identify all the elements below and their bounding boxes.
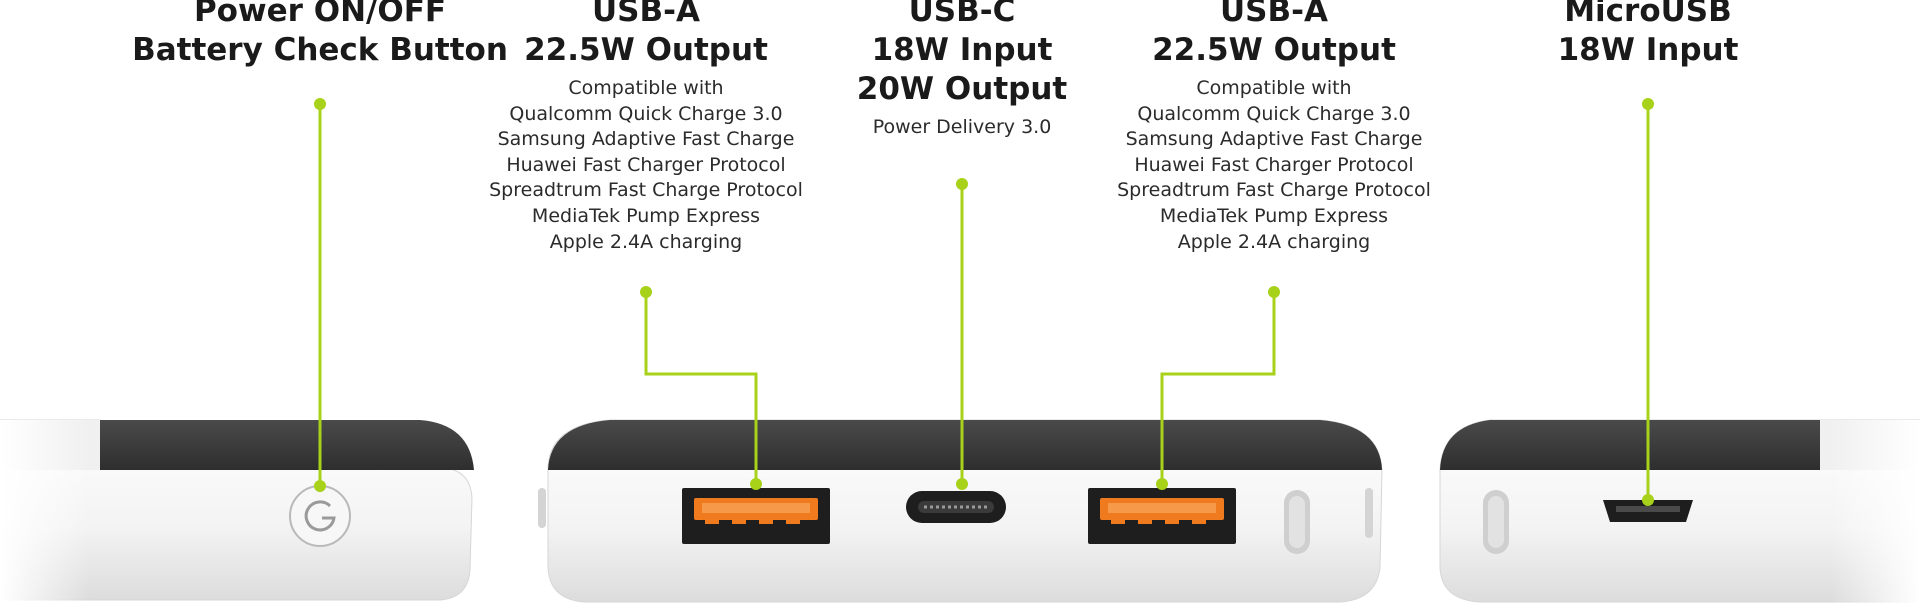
label-title: USB-A 22.5W Output (1152, 0, 1396, 68)
label-microusb: MicroUSB 18W Input (1498, 0, 1798, 70)
label-power-button: Power ON/OFF Battery Check Button (120, 0, 520, 70)
power-bank-left-side (0, 419, 474, 610)
callout-line-usb-a-right (1160, 292, 1276, 488)
label-title: MicroUSB 18W Input (1557, 0, 1739, 68)
label-usb-a-right: USB-A 22.5W Output Compatible with Qualc… (1094, 0, 1454, 255)
callout-line-usb-a-left (644, 292, 758, 488)
label-description: Compatible with Qualcomm Quick Charge 3.… (1117, 77, 1431, 253)
label-usb-c: USB-C 18W Input 20W Output Power Deliver… (812, 0, 1112, 141)
callout-lines (318, 104, 1650, 498)
micro-usb-port[interactable] (1603, 500, 1693, 522)
label-description: Power Delivery 3.0 (872, 116, 1052, 138)
label-title: Power ON/OFF Battery Check Button (132, 0, 508, 68)
label-title: USB-A 22.5W Output (524, 0, 768, 68)
usb-a-port-right[interactable] (1088, 488, 1236, 544)
usb-c-port[interactable] (906, 491, 1006, 523)
usb-a-port-left[interactable] (682, 488, 830, 544)
label-description: Compatible with Qualcomm Quick Charge 3.… (489, 77, 803, 253)
led-indicator-slot (1284, 490, 1310, 554)
label-usb-a-left: USB-A 22.5W Output Compatible with Qualc… (466, 0, 826, 255)
label-title: USB-C 18W Input 20W Output (856, 0, 1068, 107)
power-button[interactable] (289, 485, 351, 547)
callout-dots (314, 98, 1654, 506)
